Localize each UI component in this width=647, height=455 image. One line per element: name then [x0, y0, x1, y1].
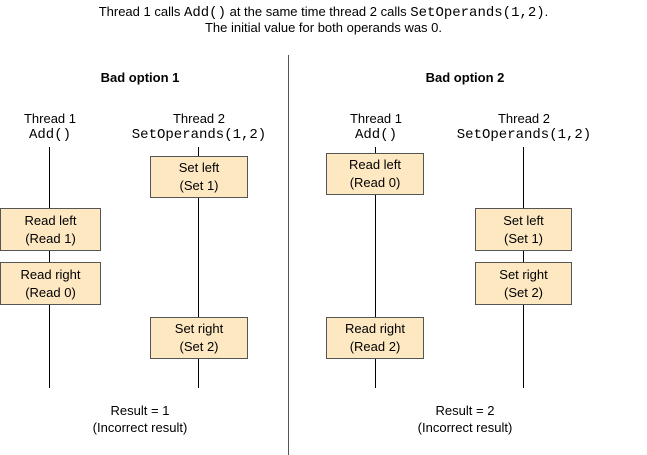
- box-line-2: (Read 2): [349, 339, 401, 354]
- box-line-2: (Set 2): [179, 339, 219, 354]
- box-line-2: (Set 1): [503, 230, 543, 246]
- box-line-2: (Read 0): [349, 175, 401, 190]
- header-line-1: Thread 1 calls Add() at the same time th…: [0, 4, 647, 21]
- box-line-2: (Set 2): [503, 284, 543, 300]
- header-prefix: Thread 1 calls: [98, 4, 184, 19]
- panel-1-set-right-box: Set right (Set 2): [150, 317, 248, 359]
- header-line-2: The initial value for both operands was …: [204, 20, 443, 35]
- header-add-code: Add(): [183, 5, 226, 21]
- panel-2-thread-1-label: Thread 1 Add(): [326, 111, 426, 143]
- panel-2-thread-2-label: Thread 2 SetOperands(1,2): [433, 111, 615, 143]
- box-line-1: Set left: [503, 212, 544, 228]
- box-line-1: Read right: [20, 266, 81, 282]
- panel-2-set-left-box: Set left (Set 1): [475, 208, 572, 251]
- result-note: (Incorrect result): [92, 420, 188, 435]
- panel-divider: [288, 55, 289, 455]
- panel-2-set-right-box: Set right (Set 2): [475, 262, 572, 305]
- box-line-2: (Set 1): [179, 178, 219, 193]
- panel-1-heading: Bad option 1: [100, 70, 180, 85]
- panel-1-thread-2-label: Thread 2 SetOperands(1,2): [108, 111, 290, 143]
- thread-name: Thread 2: [497, 111, 551, 126]
- panel-1-read-left-box: Read left (Read 1): [0, 208, 101, 251]
- box-line-1: Set right: [174, 321, 224, 336]
- box-line-1: Set right: [499, 266, 548, 282]
- box-line-2: (Read 0): [25, 284, 76, 300]
- box-line-1: Set left: [178, 160, 220, 175]
- thread-name: Thread 2: [172, 111, 226, 126]
- panel-1-result: Result = 1 (Incorrect result): [40, 402, 240, 436]
- thread-call: Add(): [354, 127, 397, 143]
- header-middle: at the same time thread 2 calls: [225, 4, 411, 19]
- result-value: Result = 1: [110, 403, 170, 418]
- box-line-1: Read right: [345, 321, 405, 336]
- panel-1-read-right-box: Read right (Read 0): [0, 262, 101, 305]
- thread-name: Thread 1: [349, 111, 403, 126]
- result-note: (Incorrect result): [417, 420, 513, 435]
- box-line-2: (Read 1): [25, 230, 76, 246]
- header-setoperands-code: SetOperands(1,2): [410, 5, 545, 21]
- panel-2-read-right-box: Read right (Read 2): [326, 317, 424, 359]
- panel-2-read-left-box: Read left (Read 0): [326, 153, 424, 195]
- thread-call: SetOperands(1,2): [131, 127, 267, 143]
- panel-2-result: Result = 2 (Incorrect result): [365, 402, 565, 436]
- result-value: Result = 2: [435, 403, 495, 418]
- header-suffix: .: [544, 4, 549, 19]
- thread-call: SetOperands(1,2): [456, 127, 592, 143]
- box-line-1: Read left: [348, 157, 402, 172]
- box-line-1: Read left: [24, 212, 77, 228]
- panel-1-thread-2-timeline: [198, 147, 199, 388]
- panel-1-thread-1-label: Thread 1 Add(): [0, 111, 100, 143]
- panel-2-heading: Bad option 2: [425, 70, 505, 85]
- thread-call: Add(): [28, 127, 71, 143]
- panel-1-set-left-box: Set left (Set 1): [150, 156, 248, 198]
- thread-name: Thread 1: [23, 111, 77, 126]
- panel-2-thread-1-timeline: [375, 147, 376, 388]
